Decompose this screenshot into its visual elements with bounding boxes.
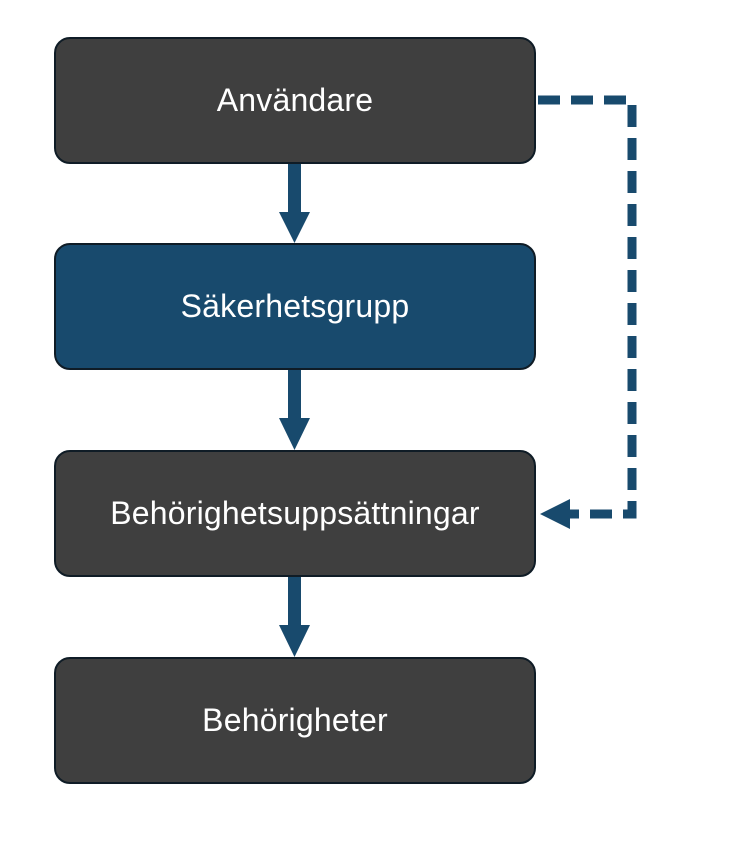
- node-behorighetsuppsattningar-label: Behörighetsuppsättningar: [110, 495, 480, 531]
- arrow-anvandare-to-sakerhetsgrupp: [279, 164, 310, 243]
- node-sakerhetsgrupp: Säkerhetsgrupp: [54, 243, 536, 370]
- node-behorigheter-label: Behörigheter: [202, 702, 388, 738]
- node-anvandare-label: Användare: [216, 82, 374, 118]
- arrow-behorighetsuppsattningar-to-behorigheter: [279, 577, 310, 657]
- dashed-arrow-anvandare-to-behorighetsuppsattningar: [538, 95, 637, 529]
- node-behorighetsuppsattningar: Behörighetsuppsättningar: [54, 450, 536, 577]
- node-behorigheter: Behörigheter: [54, 657, 536, 784]
- arrow-sakerhetsgrupp-to-behorighetsuppsattningar: [279, 370, 310, 450]
- node-anvandare: Användare: [54, 37, 536, 164]
- node-sakerhetsgrupp-label: Säkerhetsgrupp: [180, 288, 410, 324]
